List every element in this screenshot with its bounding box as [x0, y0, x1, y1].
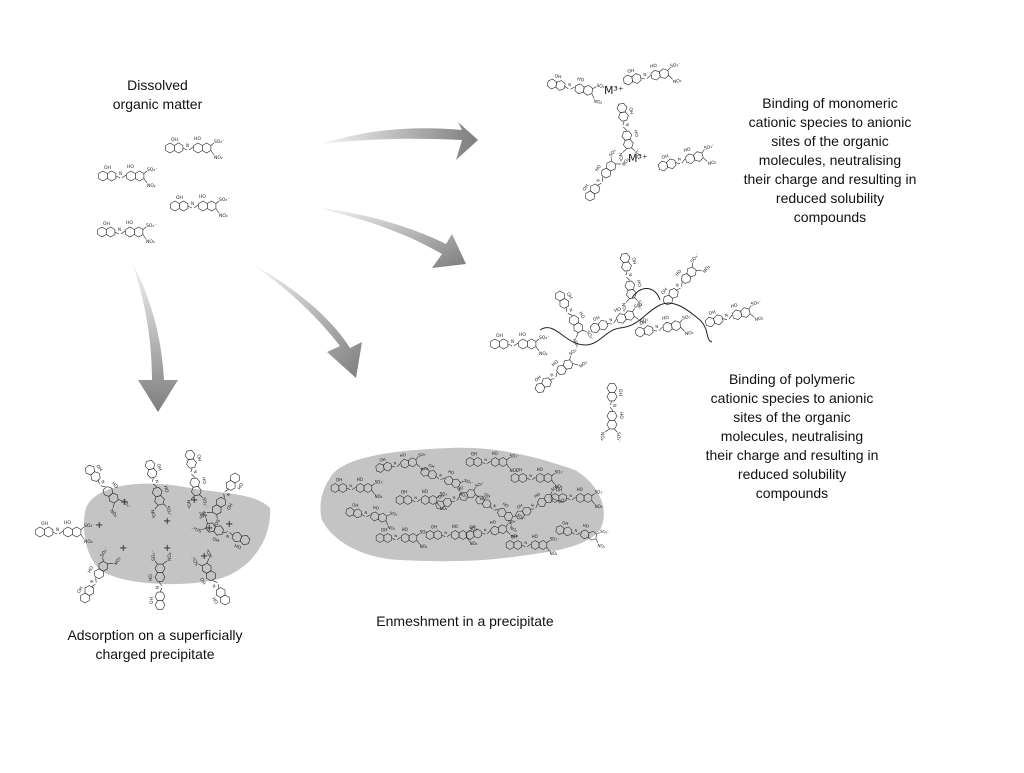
monomeric-ligand [545, 70, 609, 107]
polymeric-ligand [490, 331, 551, 358]
positive-charge-sign: + [119, 543, 127, 554]
positive-charge-sign: + [205, 523, 213, 534]
dissolved-molecule [165, 135, 226, 162]
positive-charge-sign: + [163, 543, 171, 554]
monomeric-ligand [621, 58, 686, 95]
arrow-to-polymeric [318, 208, 466, 268]
polymeric-ligand [598, 383, 625, 444]
adsorption-label: Adsorption on a superficially charged pr… [67, 627, 243, 662]
arrow-to-monomeric [322, 122, 478, 160]
arrow-to-enmeshment [252, 264, 362, 378]
positive-charge-sign: + [190, 495, 198, 506]
monomeric-binding-label: Binding of monomeric cationic species to… [743, 95, 917, 225]
positive-charge-sign: + [95, 520, 103, 531]
polymeric-ligand [546, 285, 599, 351]
enmeshment-label: Enmeshment in a precipitate [376, 613, 554, 629]
metal-cation-label: M³⁺ [604, 84, 624, 97]
monomeric-ligand [655, 139, 721, 181]
positive-charge-sign: + [120, 497, 128, 508]
polymeric-ligand [633, 310, 698, 347]
polymer-chain-branch [631, 288, 661, 301]
dissolved-molecule [170, 193, 231, 220]
arrow-to-adsorption [132, 262, 178, 412]
enmeshment-precipitate [320, 447, 604, 562]
dissolved-organic-matter-label: Dissolved organic matter [112, 77, 203, 112]
positive-charge-sign: + [163, 516, 171, 527]
polymeric-ligand [610, 251, 647, 316]
positive-charge-sign: + [225, 519, 233, 530]
monomeric-ligand [577, 143, 633, 208]
polymeric-ligand [655, 249, 714, 313]
dissolved-molecule [97, 219, 158, 246]
adsorption-precipitate [83, 483, 271, 585]
polymeric-binding-label: Binding of polymeric cationic species to… [705, 371, 879, 501]
dissolved-molecule [98, 163, 159, 190]
polymeric-ligand [702, 295, 768, 337]
positive-charge-sign: + [200, 551, 208, 562]
metal-cation-label: M³⁺ [628, 152, 648, 165]
charge-layer: M³⁺ M³⁺ + + + + + + + + + [95, 84, 648, 562]
